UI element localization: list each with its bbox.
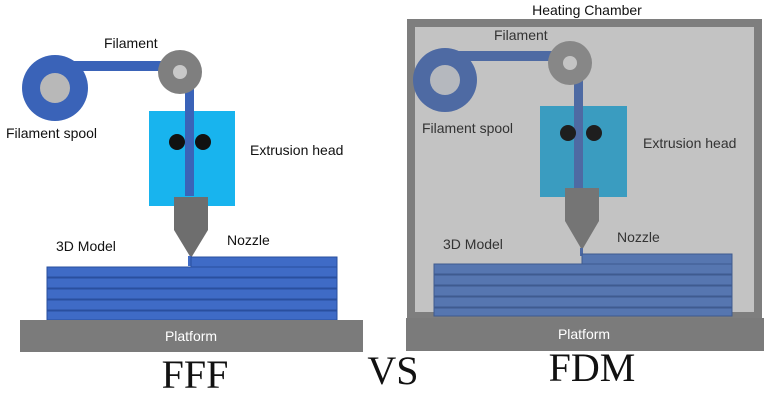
- platform-label: Platform: [165, 328, 217, 344]
- platform: [20, 320, 363, 352]
- fdm-caption: FDM: [549, 345, 636, 390]
- nozzle-tip-line: [580, 248, 583, 256]
- vs-label: VS: [367, 348, 418, 393]
- filament-spool-label: Filament spool: [422, 120, 513, 136]
- drive-gear-left: [560, 125, 576, 141]
- nozzle-icon: [174, 197, 208, 258]
- filament-spool-label: Filament spool: [6, 125, 97, 141]
- fff-diagram: Platform Filament Filament spool Extrusi…: [6, 35, 363, 397]
- nozzle-label: Nozzle: [617, 229, 660, 245]
- filament-through-head: [185, 111, 194, 196]
- filament-label: Filament: [494, 27, 548, 43]
- model-label: 3D Model: [443, 236, 503, 252]
- filament-spool-core: [40, 73, 70, 103]
- model-label: 3D Model: [56, 238, 116, 254]
- filament-line: [445, 51, 570, 61]
- filament-label: Filament: [104, 35, 158, 51]
- extrusion-head-label: Extrusion head: [250, 142, 343, 158]
- nozzle-label: Nozzle: [227, 232, 270, 248]
- platform-label: Platform: [558, 326, 610, 342]
- fff-caption: FFF: [162, 352, 229, 397]
- pulley-core: [173, 65, 187, 79]
- model-layers: [433, 253, 733, 317]
- nozzle-icon: [565, 188, 599, 250]
- pulley-core: [563, 56, 577, 70]
- heating-chamber-label: Heating Chamber: [532, 2, 642, 18]
- filament-spool-core: [430, 65, 460, 95]
- drive-gear-left: [169, 134, 185, 150]
- filament-line: [55, 61, 180, 71]
- extrusion-head-box: [540, 106, 627, 197]
- extrusion-head-label: Extrusion head: [643, 135, 736, 151]
- filament-through-head: [574, 106, 583, 188]
- drive-gear-right: [195, 134, 211, 150]
- drive-gear-right: [586, 125, 602, 141]
- platform: [406, 318, 764, 351]
- nozzle-tip-line: [188, 256, 191, 266]
- model-layers: [46, 256, 338, 321]
- fdm-diagram: Heating Chamber Platform Fi: [406, 2, 764, 390]
